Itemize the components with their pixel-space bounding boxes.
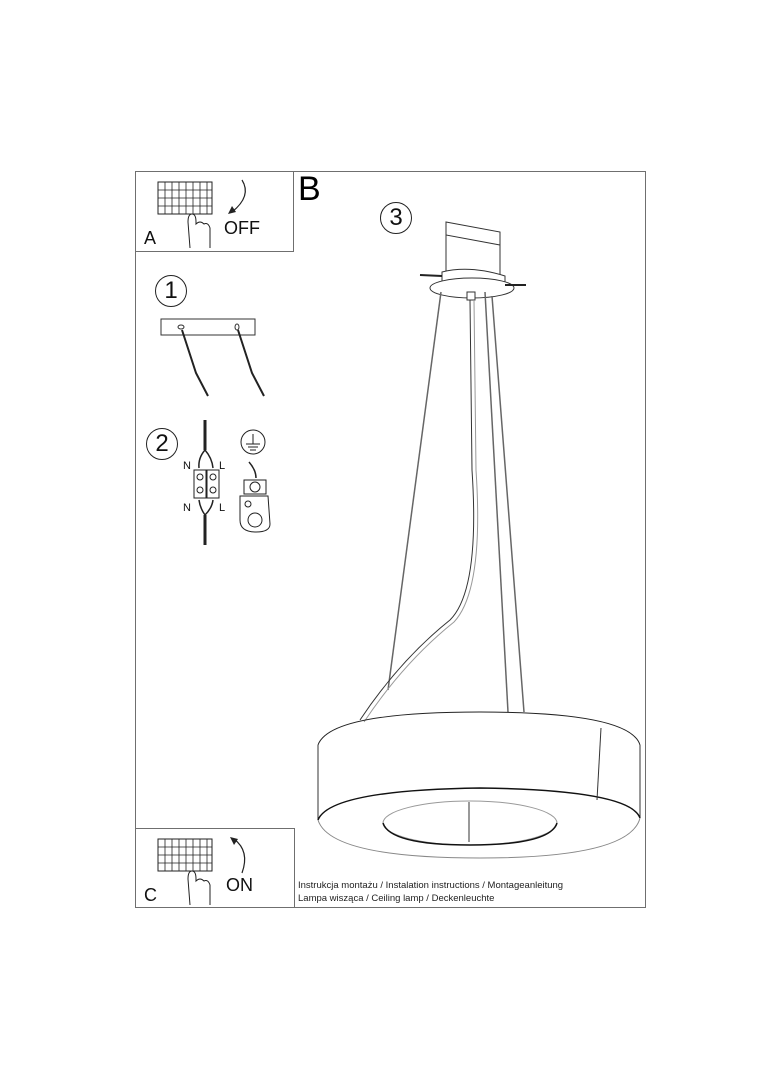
step-c-power-on-panel: C ON — [135, 828, 295, 908]
hand-icon — [187, 870, 211, 906]
off-label: OFF — [224, 218, 260, 238]
hand-icon — [187, 213, 211, 249]
step-2-badge: 2 — [146, 428, 178, 460]
mounting-plate-diagram — [160, 318, 265, 397]
live-top-label: L — [219, 460, 226, 472]
footer-line-2: Lampa wisząca / Ceiling lamp / Deckenleu… — [298, 893, 495, 904]
neutral-top-label: N — [183, 460, 191, 472]
circuit-breaker-icon — [157, 838, 213, 872]
step-3-badge: 3 — [380, 202, 412, 234]
step-a-power-off-panel: A OFF — [135, 171, 294, 252]
section-label-c: C — [144, 885, 157, 905]
section-label-b: B — [298, 170, 321, 208]
terminal-block-diagram — [193, 420, 220, 545]
arrow-up-icon — [230, 837, 246, 874]
step-1-badge: 1 — [155, 275, 187, 307]
circuit-breaker-icon — [157, 181, 213, 215]
ground-terminal-diagram — [239, 429, 271, 533]
instruction-frame — [135, 171, 646, 908]
neutral-bottom-label: N — [183, 502, 191, 514]
on-label: ON — [226, 875, 253, 895]
live-bottom-label: L — [219, 502, 226, 514]
arrow-down-icon — [228, 179, 246, 214]
section-label-a: A — [144, 228, 157, 248]
footer-line-1: Instrukcja montażu / Instalation instruc… — [298, 880, 564, 891]
